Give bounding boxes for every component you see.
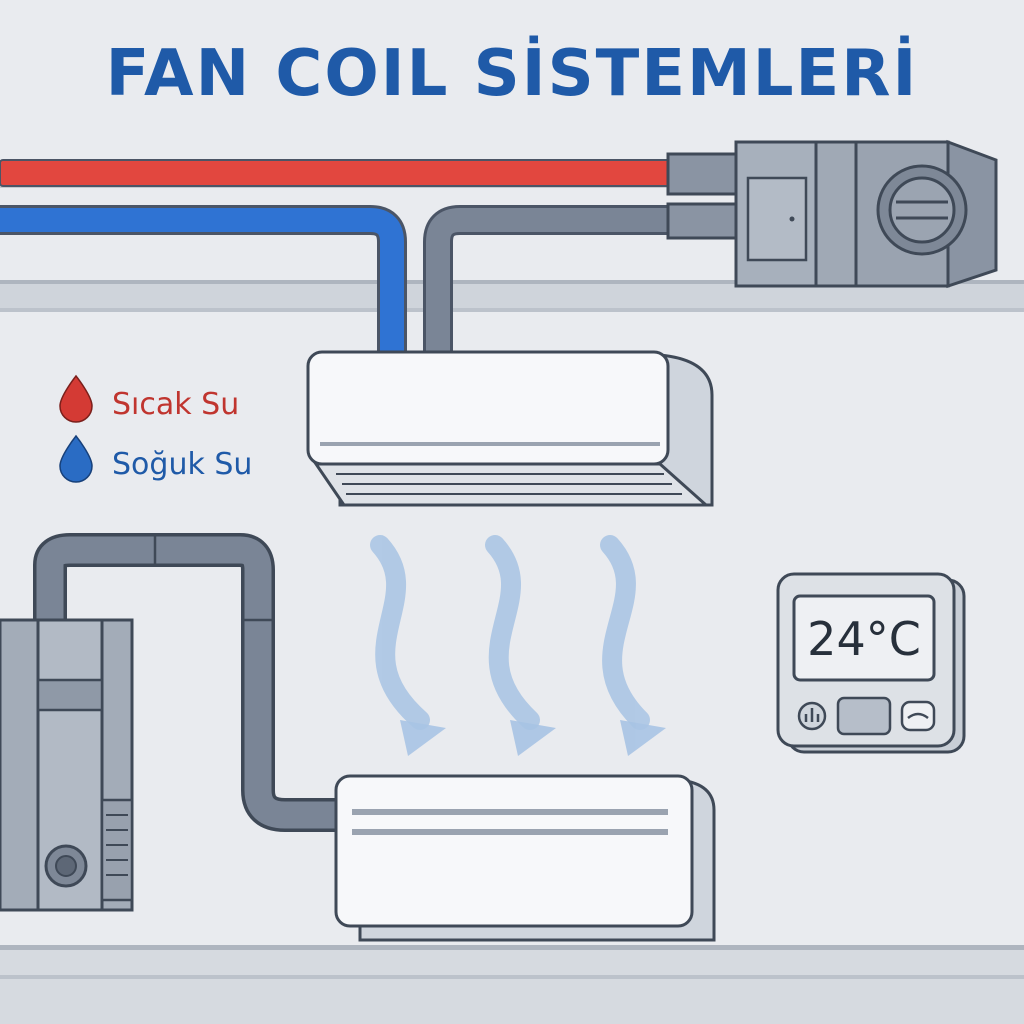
airflow-arrowheads xyxy=(400,720,666,756)
hot-water-pipe xyxy=(0,159,690,188)
fan-button[interactable] xyxy=(900,700,936,732)
floor-cabinet-unit xyxy=(0,618,134,912)
page-title: FAN COIL SİSTEMLERİ xyxy=(106,35,919,111)
thermostat-temperature: 24°C xyxy=(807,612,921,666)
airflow-arrows xyxy=(370,535,650,730)
air-handling-unit xyxy=(666,139,998,289)
upper-fan-coil-unit xyxy=(306,350,714,507)
water-drop-icon xyxy=(59,434,93,483)
water-drop-icon xyxy=(59,374,93,423)
floor-trim xyxy=(0,945,1024,1024)
thermostat: 24°C xyxy=(776,572,966,754)
power-icon xyxy=(804,708,820,722)
legend-cold-label: Soğuk Su xyxy=(112,447,252,482)
lower-fan-coil-unit xyxy=(334,774,716,942)
legend: Sıcak Su Soğuk Su xyxy=(59,374,252,483)
fan-icon xyxy=(907,712,929,720)
legend-hot-label: Sıcak Su xyxy=(112,387,239,422)
center-button[interactable] xyxy=(836,696,892,736)
